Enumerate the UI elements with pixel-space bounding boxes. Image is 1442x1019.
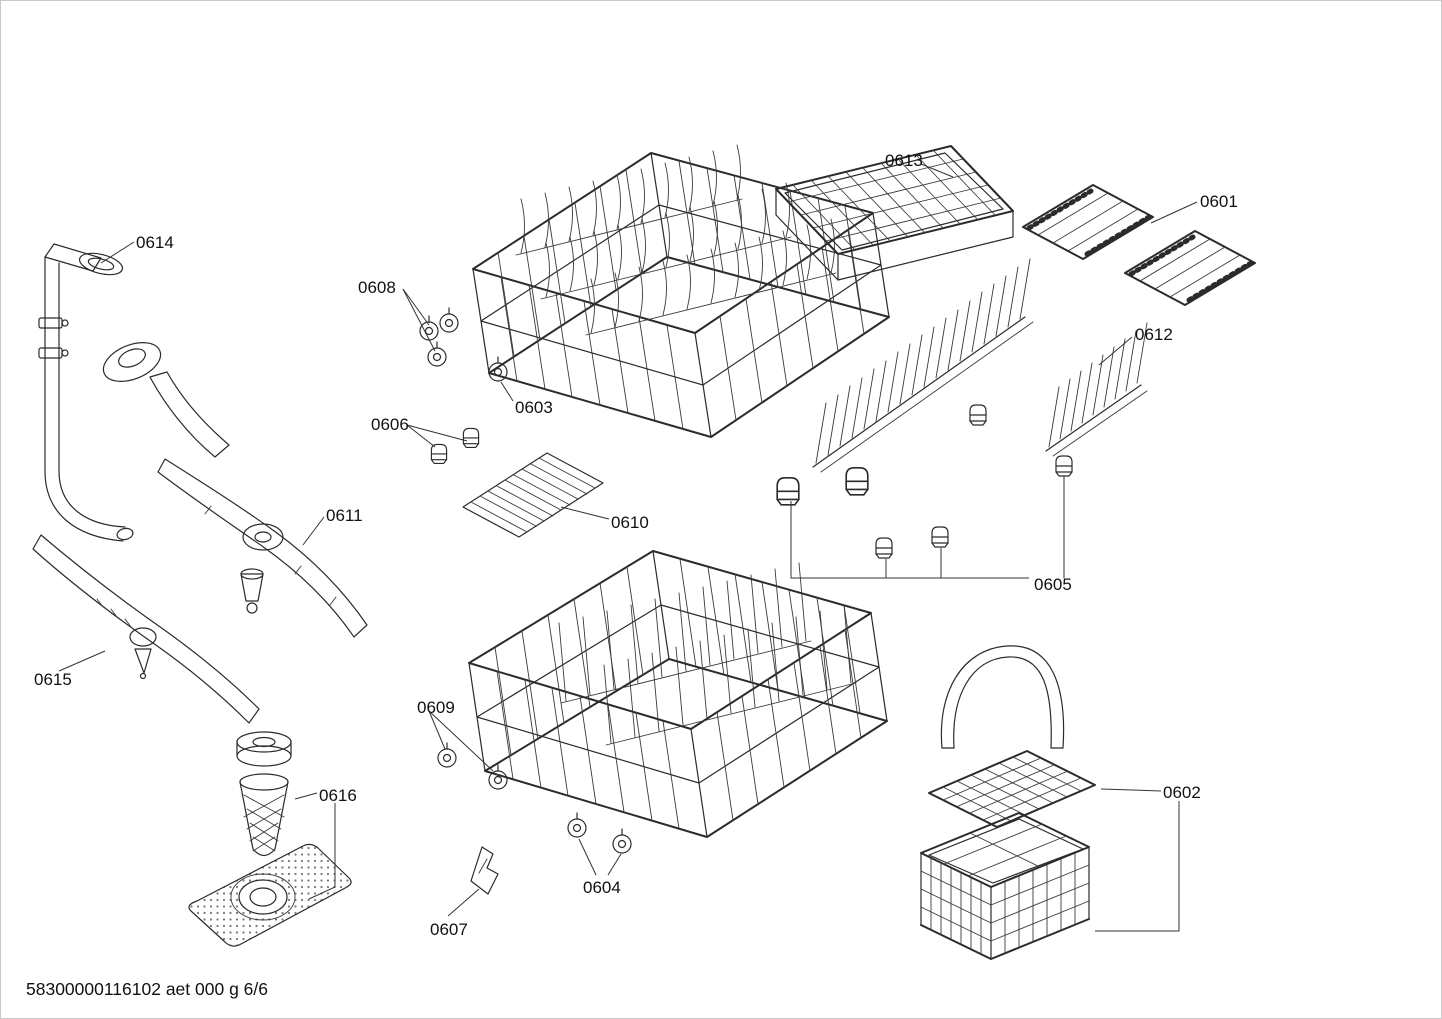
feed-pipe-drawing xyxy=(38,243,134,542)
part-label-0610: 0610 xyxy=(611,513,649,532)
upper-rack-tines xyxy=(515,144,837,336)
spray-duct-drawing xyxy=(102,342,230,458)
part-label-0604: 0604 xyxy=(583,878,621,897)
part-label-0614: 0614 xyxy=(136,233,174,252)
folding-tines-drawing xyxy=(812,258,1148,473)
upper-spray-arm-drawing xyxy=(157,458,368,638)
cutlery-tray-drawing xyxy=(775,145,1014,281)
cutlery-basket-drawing xyxy=(920,645,1096,960)
wire-insert-drawing xyxy=(462,452,604,538)
part-label-0601: 0601 xyxy=(1200,192,1238,211)
lower-spray-arm-drawing xyxy=(32,534,260,724)
leader-lines xyxy=(58,163,1198,932)
part-label-0607: 0607 xyxy=(430,920,468,939)
part-label-0603: 0603 xyxy=(515,398,553,417)
part-label-0608: 0608 xyxy=(358,278,396,297)
lower-rack-drawing xyxy=(468,550,888,838)
part-label-0612: 0612 xyxy=(1135,325,1173,344)
part-label-0613: 0613 xyxy=(885,151,923,170)
rack-mats-drawing xyxy=(1022,184,1256,306)
filter-plate-drawing xyxy=(188,843,352,947)
part-label-0609: 0609 xyxy=(417,698,455,717)
part-label-0602: 0602 xyxy=(1163,783,1201,802)
part-labels: 0614 0613 0601 0608 0612 0603 0606 0610 … xyxy=(34,151,1238,939)
lower-rack-tines xyxy=(558,562,857,746)
part-label-0605: 0605 xyxy=(1034,575,1072,594)
document-code: 58300000116102 aet 000 g 6/6 xyxy=(26,979,268,999)
bearing-clips-drawing xyxy=(430,404,1073,559)
rack-rollers-drawing xyxy=(419,307,632,854)
part-label-0616: 0616 xyxy=(319,786,357,805)
part-label-0611: 0611 xyxy=(326,506,363,525)
upper-rack-drawing xyxy=(472,144,890,438)
filter-assembly-drawing xyxy=(236,731,292,857)
mounting-bracket-drawing xyxy=(470,846,499,895)
part-label-0606: 0606 xyxy=(371,415,409,434)
part-label-0615: 0615 xyxy=(34,670,72,689)
